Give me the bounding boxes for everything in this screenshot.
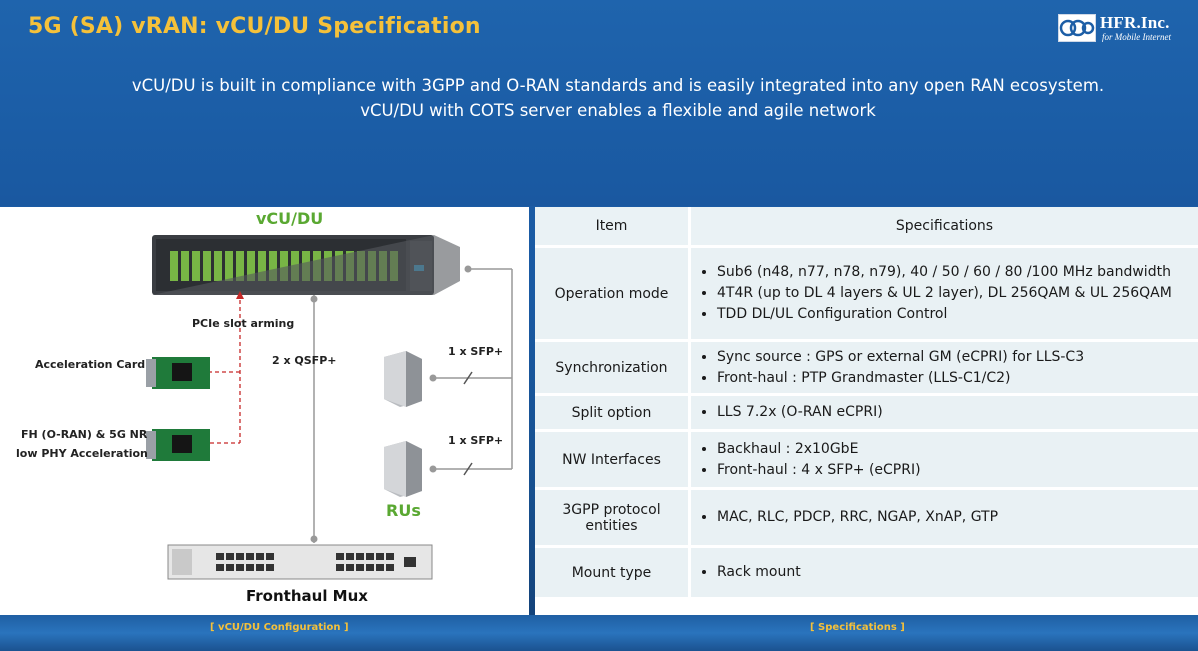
header-item: Item (535, 207, 691, 248)
spec-bullet: Rack mount (717, 562, 1192, 583)
radio-unit-icon (384, 351, 422, 407)
subtitle-line-2: vCU/DU with COTS server enables a flexib… (360, 101, 876, 120)
row-specs: Sync source : GPS or external GM (eCPRI)… (689, 340, 1198, 396)
header-band (0, 0, 1198, 206)
company-logo: HFR.Inc. for Mobile Internet (1058, 13, 1182, 44)
server-icon (152, 235, 460, 295)
row-item: 3GPP protocol entities (535, 488, 691, 548)
table-row: Operation mode Sub6 (n48, n77, n78, n79)… (535, 246, 1198, 342)
row-item: Synchronization (535, 340, 691, 396)
vcu-du-title: vCU/DU (256, 209, 324, 228)
spec-bullet: Backhaul : 2x10GbE (717, 439, 1192, 460)
logo-name: HFR.Inc. (1100, 13, 1170, 32)
page-title: 5G (SA) vRAN: vCU/DU Specification (28, 14, 481, 39)
pcie-slot-label: PCIe slot arming (192, 317, 295, 330)
caption-specifications: [ Specifications ] (810, 622, 905, 633)
table-header-row: Item Specifications (535, 207, 1198, 248)
acceleration-card-icon (146, 357, 210, 389)
table-row: NW Interfaces Backhaul : 2x10GbE Front-h… (535, 430, 1198, 490)
spec-bullet: TDD DL/UL Configuration Control (717, 304, 1192, 325)
row-item: Mount type (535, 546, 691, 600)
spec-bullet: LLS 7.2x (O-RAN eCPRI) (717, 402, 1192, 423)
fronthaul-mux-icon (167, 544, 433, 580)
row-specs: Backhaul : 2x10GbE Front-haul : 4 x SFP+… (689, 430, 1198, 490)
table-row: 3GPP protocol entities MAC, RLC, PDCP, R… (535, 488, 1198, 548)
caption-configuration: [ vCU/DU Configuration ] (210, 622, 349, 633)
fh-acceleration-label-line2: low PHY Acceleration (16, 447, 148, 460)
spec-bullet: Front-haul : PTP Grandmaster (LLS-C1/C2) (717, 368, 1192, 389)
sfp-label-1: 1 x SFP+ (448, 345, 504, 358)
radio-unit-icon (384, 441, 422, 497)
row-item: Operation mode (535, 246, 691, 342)
spec-bullet: Sub6 (n48, n77, n78, n79), 40 / 50 / 60 … (717, 262, 1192, 283)
fronthaul-mux-title: Fronthaul Mux (246, 587, 368, 605)
logo-tagline: for Mobile Internet (1102, 32, 1171, 42)
row-item: Split option (535, 394, 691, 432)
footer-band (0, 615, 1198, 651)
row-specs: Rack mount (689, 546, 1198, 600)
qsfp-label: 2 x QSFP+ (272, 354, 337, 367)
row-specs: Sub6 (n48, n77, n78, n79), 40 / 50 / 60 … (689, 246, 1198, 342)
header-specifications: Specifications (689, 207, 1198, 248)
table-row: Synchronization Sync source : GPS or ext… (535, 340, 1198, 396)
diagram-drawing (146, 235, 513, 580)
logo-mark-icon (1058, 14, 1096, 42)
subtitle-line-1: vCU/DU is built in compliance with 3GPP … (131, 76, 1105, 95)
row-item: NW Interfaces (535, 430, 691, 490)
spec-bullet: 4T4R (up to DL 4 layers & UL 2 layer), D… (717, 283, 1192, 304)
specifications-table: Item Specifications Operation mode Sub6 … (535, 207, 1198, 615)
table-row: Mount type Rack mount (535, 546, 1198, 600)
fh-acceleration-card-icon (146, 429, 210, 461)
spec-bullet: Sync source : GPS or external GM (eCPRI)… (717, 347, 1192, 368)
spec-bullet: MAC, RLC, PDCP, RRC, NGAP, XnAP, GTP (717, 507, 1192, 528)
acceleration-card-label: Acceleration Card (35, 358, 146, 371)
rus-title: RUs (386, 501, 421, 520)
row-specs: MAC, RLC, PDCP, RRC, NGAP, XnAP, GTP (689, 488, 1198, 548)
sfp-label-2: 1 x SFP+ (448, 434, 504, 447)
fh-acceleration-label-line1: FH (O-RAN) & 5G NR (21, 428, 148, 441)
configuration-diagram: vCU/DU PCIe slot arming Acceleration Car… (0, 207, 529, 615)
row-specs: LLS 7.2x (O-RAN eCPRI) (689, 394, 1198, 432)
table-row: Split option LLS 7.2x (O-RAN eCPRI) (535, 394, 1198, 432)
spec-bullet: Front-haul : 4 x SFP+ (eCPRI) (717, 460, 1192, 481)
